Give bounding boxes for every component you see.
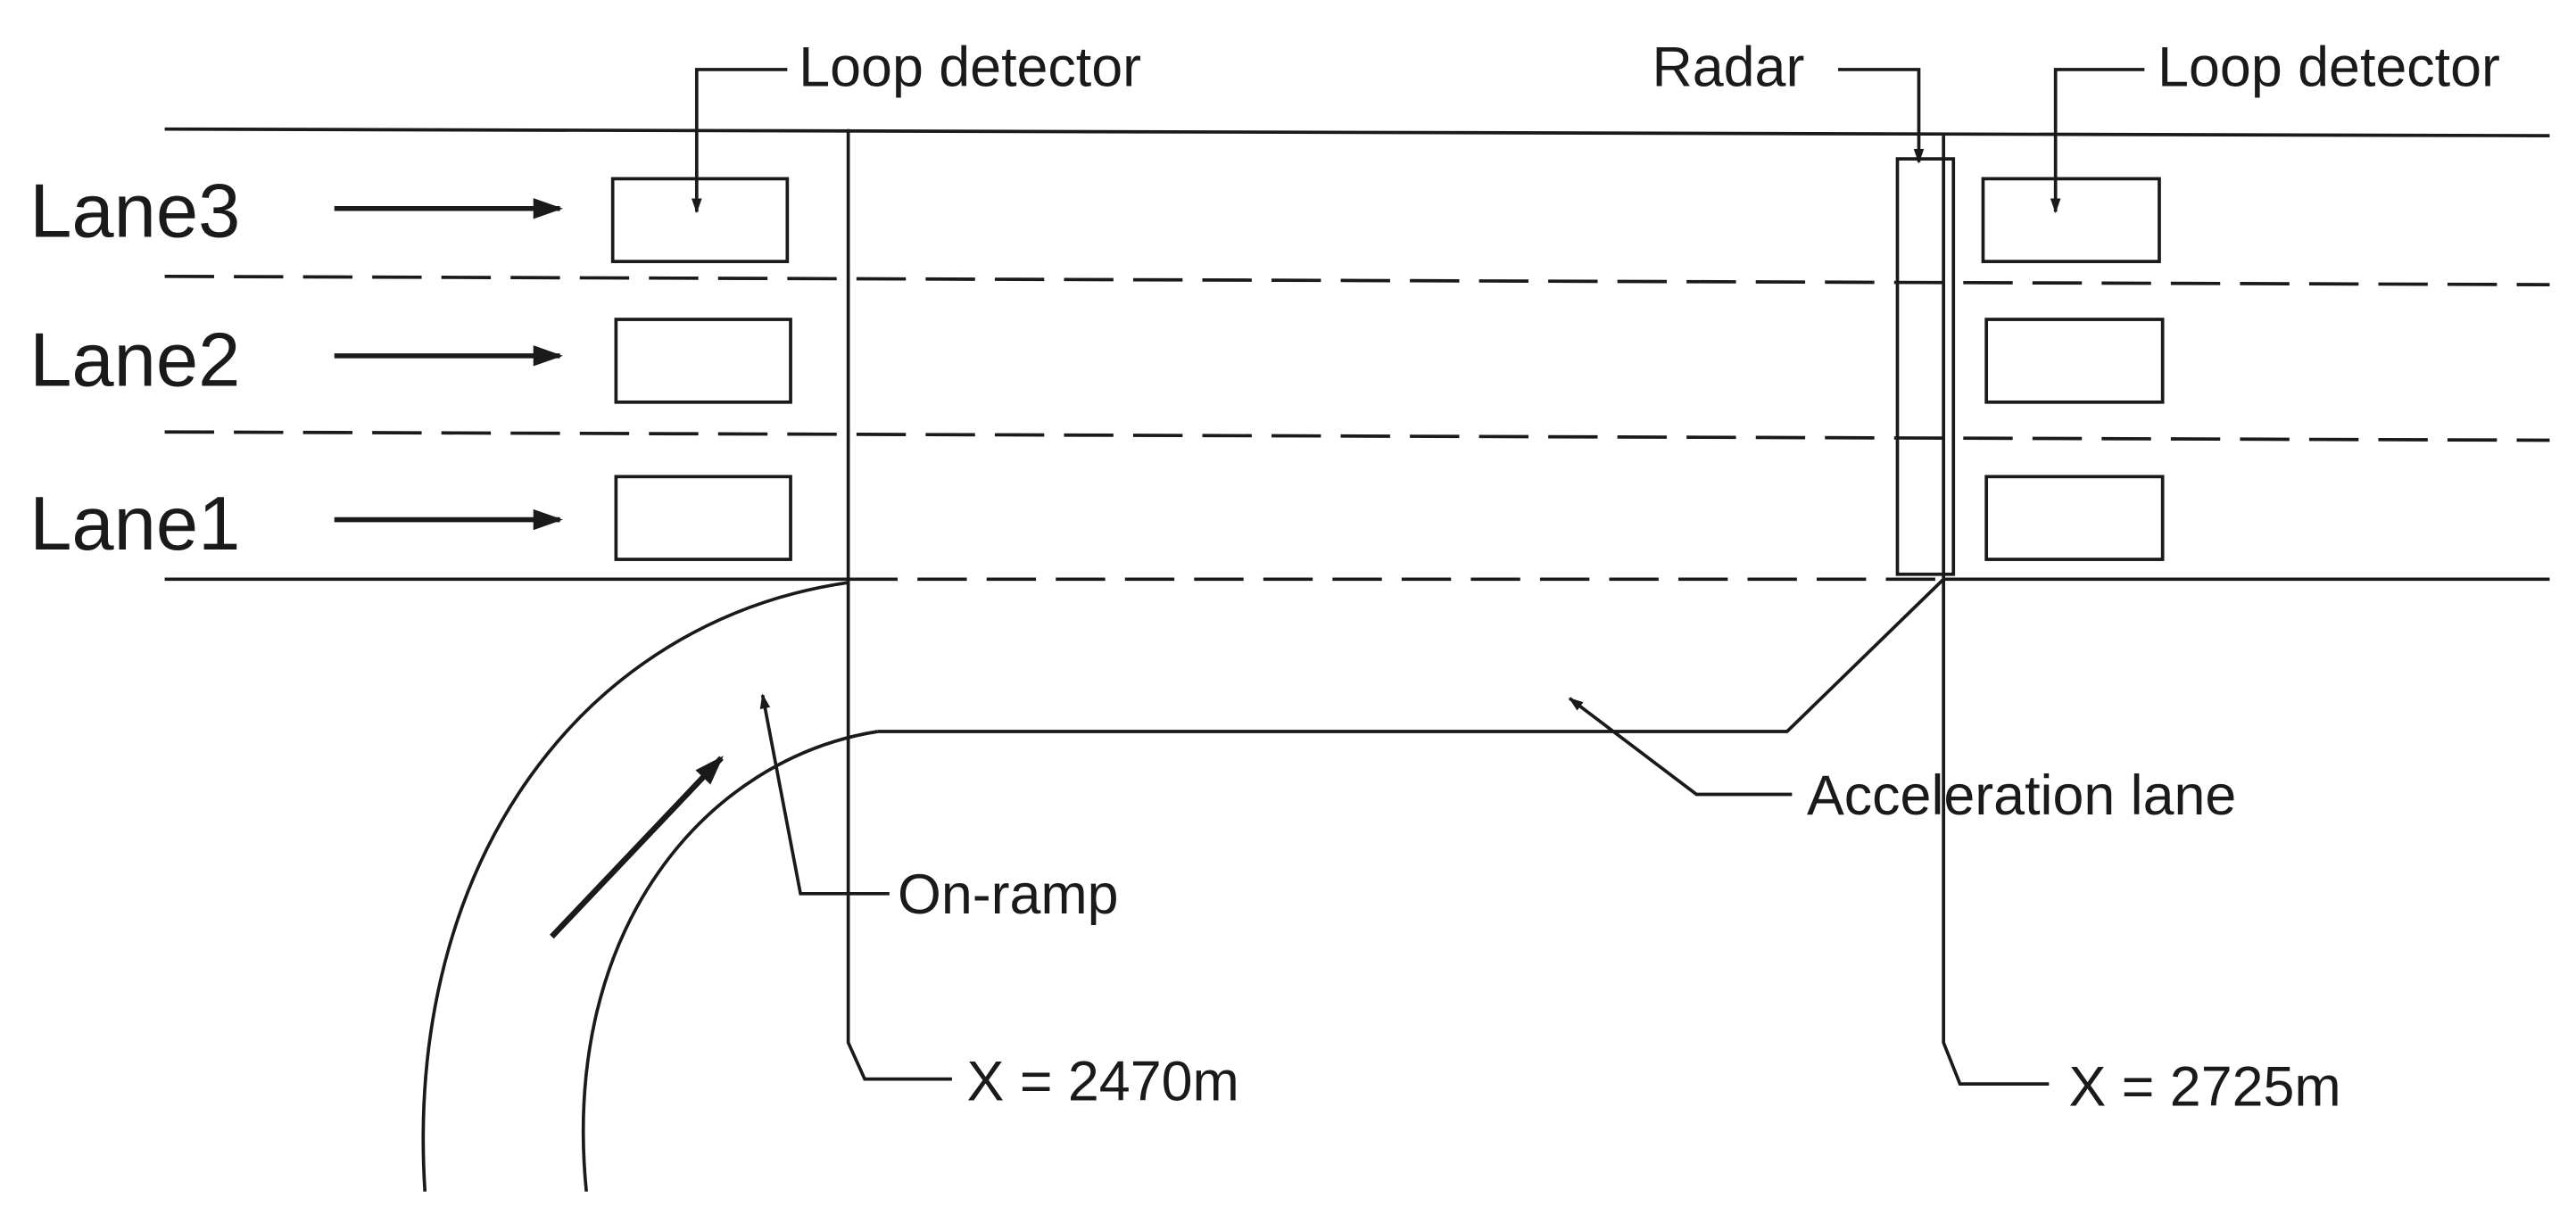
loop-detector-lane3-upstream xyxy=(610,177,790,263)
loop-detector-right-leader xyxy=(2050,68,2145,214)
loop-detector-lane1-upstream xyxy=(614,475,792,561)
lane-divider-3-2 xyxy=(164,274,2550,286)
x-2725-reference-line xyxy=(1942,136,2050,1087)
radar-leader xyxy=(1838,68,1925,164)
radar-sensor xyxy=(1895,157,1956,576)
on-ramp-leader xyxy=(759,693,890,896)
acceleration-lane-label: Acceleration lane xyxy=(1807,764,2236,827)
loop-detector-lane2-downstream xyxy=(1984,318,2165,404)
lane-divider-2-1 xyxy=(164,430,2550,442)
lane1-label: Lane1 xyxy=(29,482,240,566)
loop-detector-left-label: Loop detector xyxy=(799,36,1141,98)
top-road-edge xyxy=(164,127,2550,137)
on-ramp-inner-curve xyxy=(581,730,879,1192)
loop-detector-left-leader xyxy=(692,68,788,214)
loop-detector-lane2-upstream xyxy=(614,318,792,404)
on-ramp-direction-arrow xyxy=(550,756,724,939)
lane3-label: Lane3 xyxy=(29,169,240,253)
x-2470-reference-line xyxy=(846,128,952,1081)
radar-label: Radar xyxy=(1652,36,1804,98)
acceleration-lane-edge xyxy=(877,577,1945,733)
lane2-label: Lane2 xyxy=(29,318,240,402)
x-2470-label: X = 2470m xyxy=(967,1051,1239,1113)
acceleration-lane-leader xyxy=(1568,697,1793,797)
loop-detector-lane1-downstream xyxy=(1984,475,2165,561)
x-2725-label: X = 2725m xyxy=(2068,1055,2340,1118)
on-ramp-outer-curve xyxy=(421,581,849,1192)
loop-detector-right-label: Loop detector xyxy=(2158,36,2500,98)
on-ramp-label: On-ramp xyxy=(898,864,1119,926)
loop-detector-lane3-downstream xyxy=(1981,177,2161,263)
